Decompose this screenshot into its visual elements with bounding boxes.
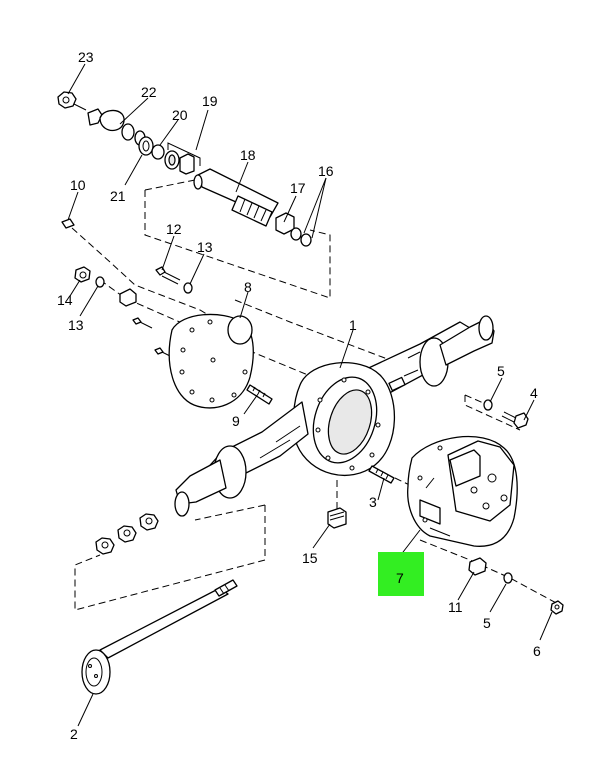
callout-9: 9 (232, 413, 240, 429)
part-16-shims (290, 227, 312, 247)
part-23-nut (57, 91, 77, 109)
callout-2: 2 (70, 726, 78, 742)
callout-8: 8 (244, 279, 252, 295)
part-4-bolt (501, 411, 529, 429)
callout-4: 4 (530, 385, 538, 401)
callout-23: 23 (78, 49, 94, 65)
part-14-nut (74, 266, 91, 283)
part-21-seal (138, 136, 154, 156)
callout-21: 21 (110, 188, 126, 204)
callout-20: 20 (172, 107, 188, 123)
part-11-sleeve (468, 557, 487, 576)
callout-5-lower: 5 (483, 615, 491, 631)
callout-14: 14 (57, 292, 73, 308)
callout-labels: 23 22 19 20 21 18 10 17 16 12 13 14 13 8… (57, 49, 541, 742)
part-1-axle-housing (174, 315, 495, 517)
part-12-bolt (155, 266, 181, 285)
callout-5-upper: 5 (497, 363, 505, 379)
part-13-washer-upper (183, 282, 193, 294)
callout-10: 10 (70, 177, 86, 193)
part-18-pinion-shaft (193, 168, 279, 227)
part-7-differential-carrier (407, 435, 518, 547)
callout-3: 3 (369, 494, 377, 510)
part-8-cover-plate (168, 313, 254, 409)
callout-18: 18 (240, 147, 256, 163)
callout-7: 7 (396, 570, 404, 586)
callout-7-highlight (378, 552, 424, 596)
leader-lines (67, 63, 553, 727)
part-20-washer (151, 144, 165, 160)
callout-11: 11 (448, 599, 463, 615)
callout-15: 15 (302, 550, 318, 566)
part-10-pin (61, 218, 75, 229)
part-13-washer-left (95, 276, 105, 288)
callout-19: 19 (202, 93, 218, 109)
part-3-stud (368, 465, 395, 484)
callout-22: 22 (141, 84, 157, 100)
part-15-plug (327, 507, 347, 529)
callout-12: 12 (166, 221, 182, 237)
part-6-nut (550, 600, 564, 615)
part-5-washer-lower (503, 572, 513, 584)
cover-screws (132, 317, 175, 359)
callout-16: 16 (318, 163, 334, 179)
assembly-guide-lines (71, 177, 561, 611)
callout-13-upper: 13 (197, 239, 213, 255)
callout-13-left: 13 (68, 317, 84, 333)
part-5-washer-upper (483, 399, 493, 411)
part-2-axle-shaft (81, 579, 238, 695)
bushing (119, 288, 137, 307)
lock-washers (95, 513, 159, 555)
callout-6: 6 (533, 643, 541, 659)
part-9-stud (246, 384, 273, 405)
callout-1: 1 (349, 317, 357, 333)
callout-17: 17 (290, 180, 306, 196)
part-19-bearing (164, 142, 201, 175)
